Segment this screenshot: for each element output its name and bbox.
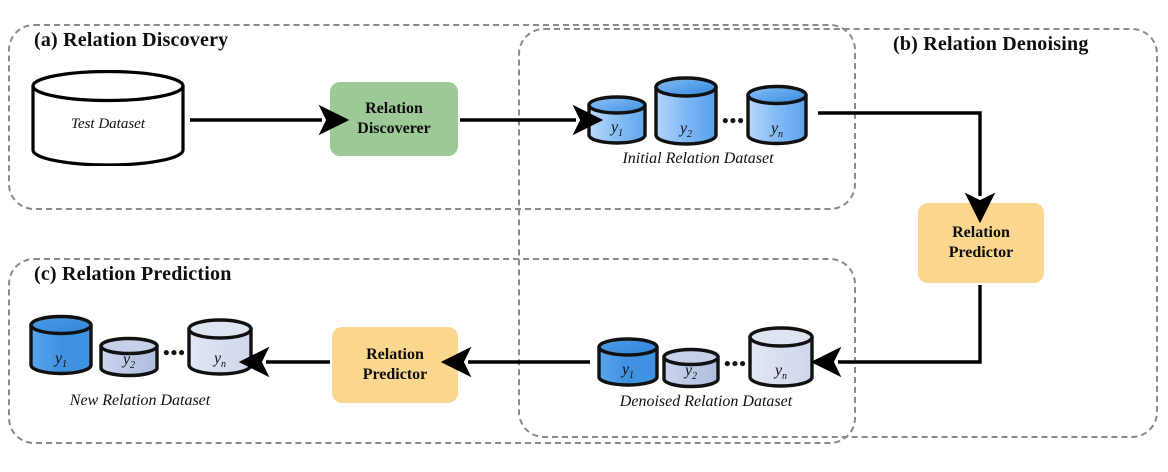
cylinder-initial-yn: yn bbox=[745, 84, 809, 146]
initial-relation-dataset-caption: Initial Relation Dataset bbox=[622, 150, 774, 167]
test-dataset-cylinder: Test Dataset bbox=[30, 70, 186, 166]
relation-predictor-label-1: Relation bbox=[952, 224, 1010, 242]
relation-predictor-label-2: Predictor bbox=[362, 366, 428, 383]
denoised-relation-dataset-caption: Denoised Relation Dataset bbox=[619, 393, 793, 410]
cylinder-denoised-yn: yn bbox=[747, 326, 815, 388]
cylinder-new-y2: y2 bbox=[98, 336, 160, 378]
cylinder-new-y1: y1 bbox=[28, 314, 94, 376]
panel-c-title: (c) Relation Prediction bbox=[34, 263, 232, 285]
ellipsis-new: ••• bbox=[163, 343, 186, 364]
cylinder-initial-y1: y1 bbox=[586, 95, 648, 145]
relation-predictor-label-2: Predictor bbox=[948, 244, 1014, 261]
relation-discoverer-label-2: Discoverer bbox=[357, 120, 431, 137]
ellipsis-denoised: ••• bbox=[724, 354, 747, 375]
relation-predictor-box-denoising[interactable]: Relation Predictor bbox=[918, 203, 1044, 283]
ellipsis-initial: ••• bbox=[722, 111, 745, 132]
relation-discoverer-label-1: Relation bbox=[365, 100, 423, 118]
new-relation-dataset-caption: New Relation Dataset bbox=[69, 392, 211, 409]
panel-b-title: (b) Relation Denoising bbox=[893, 33, 1089, 55]
cylinder-initial-y2: y2 bbox=[653, 76, 719, 146]
relation-predictor-label-1: Relation bbox=[366, 346, 424, 364]
panel-a-title: (a) Relation Discovery bbox=[34, 29, 229, 51]
relation-discoverer-box[interactable]: Relation Discoverer bbox=[330, 82, 458, 156]
test-dataset-label: Test Dataset bbox=[70, 116, 146, 132]
cylinder-denoised-y2: y2 bbox=[661, 347, 721, 389]
cylinder-new-yn: yn bbox=[186, 318, 254, 376]
relation-predictor-box-prediction[interactable]: Relation Predictor bbox=[332, 327, 458, 403]
cylinder-denoised-y1: y1 bbox=[596, 337, 660, 387]
